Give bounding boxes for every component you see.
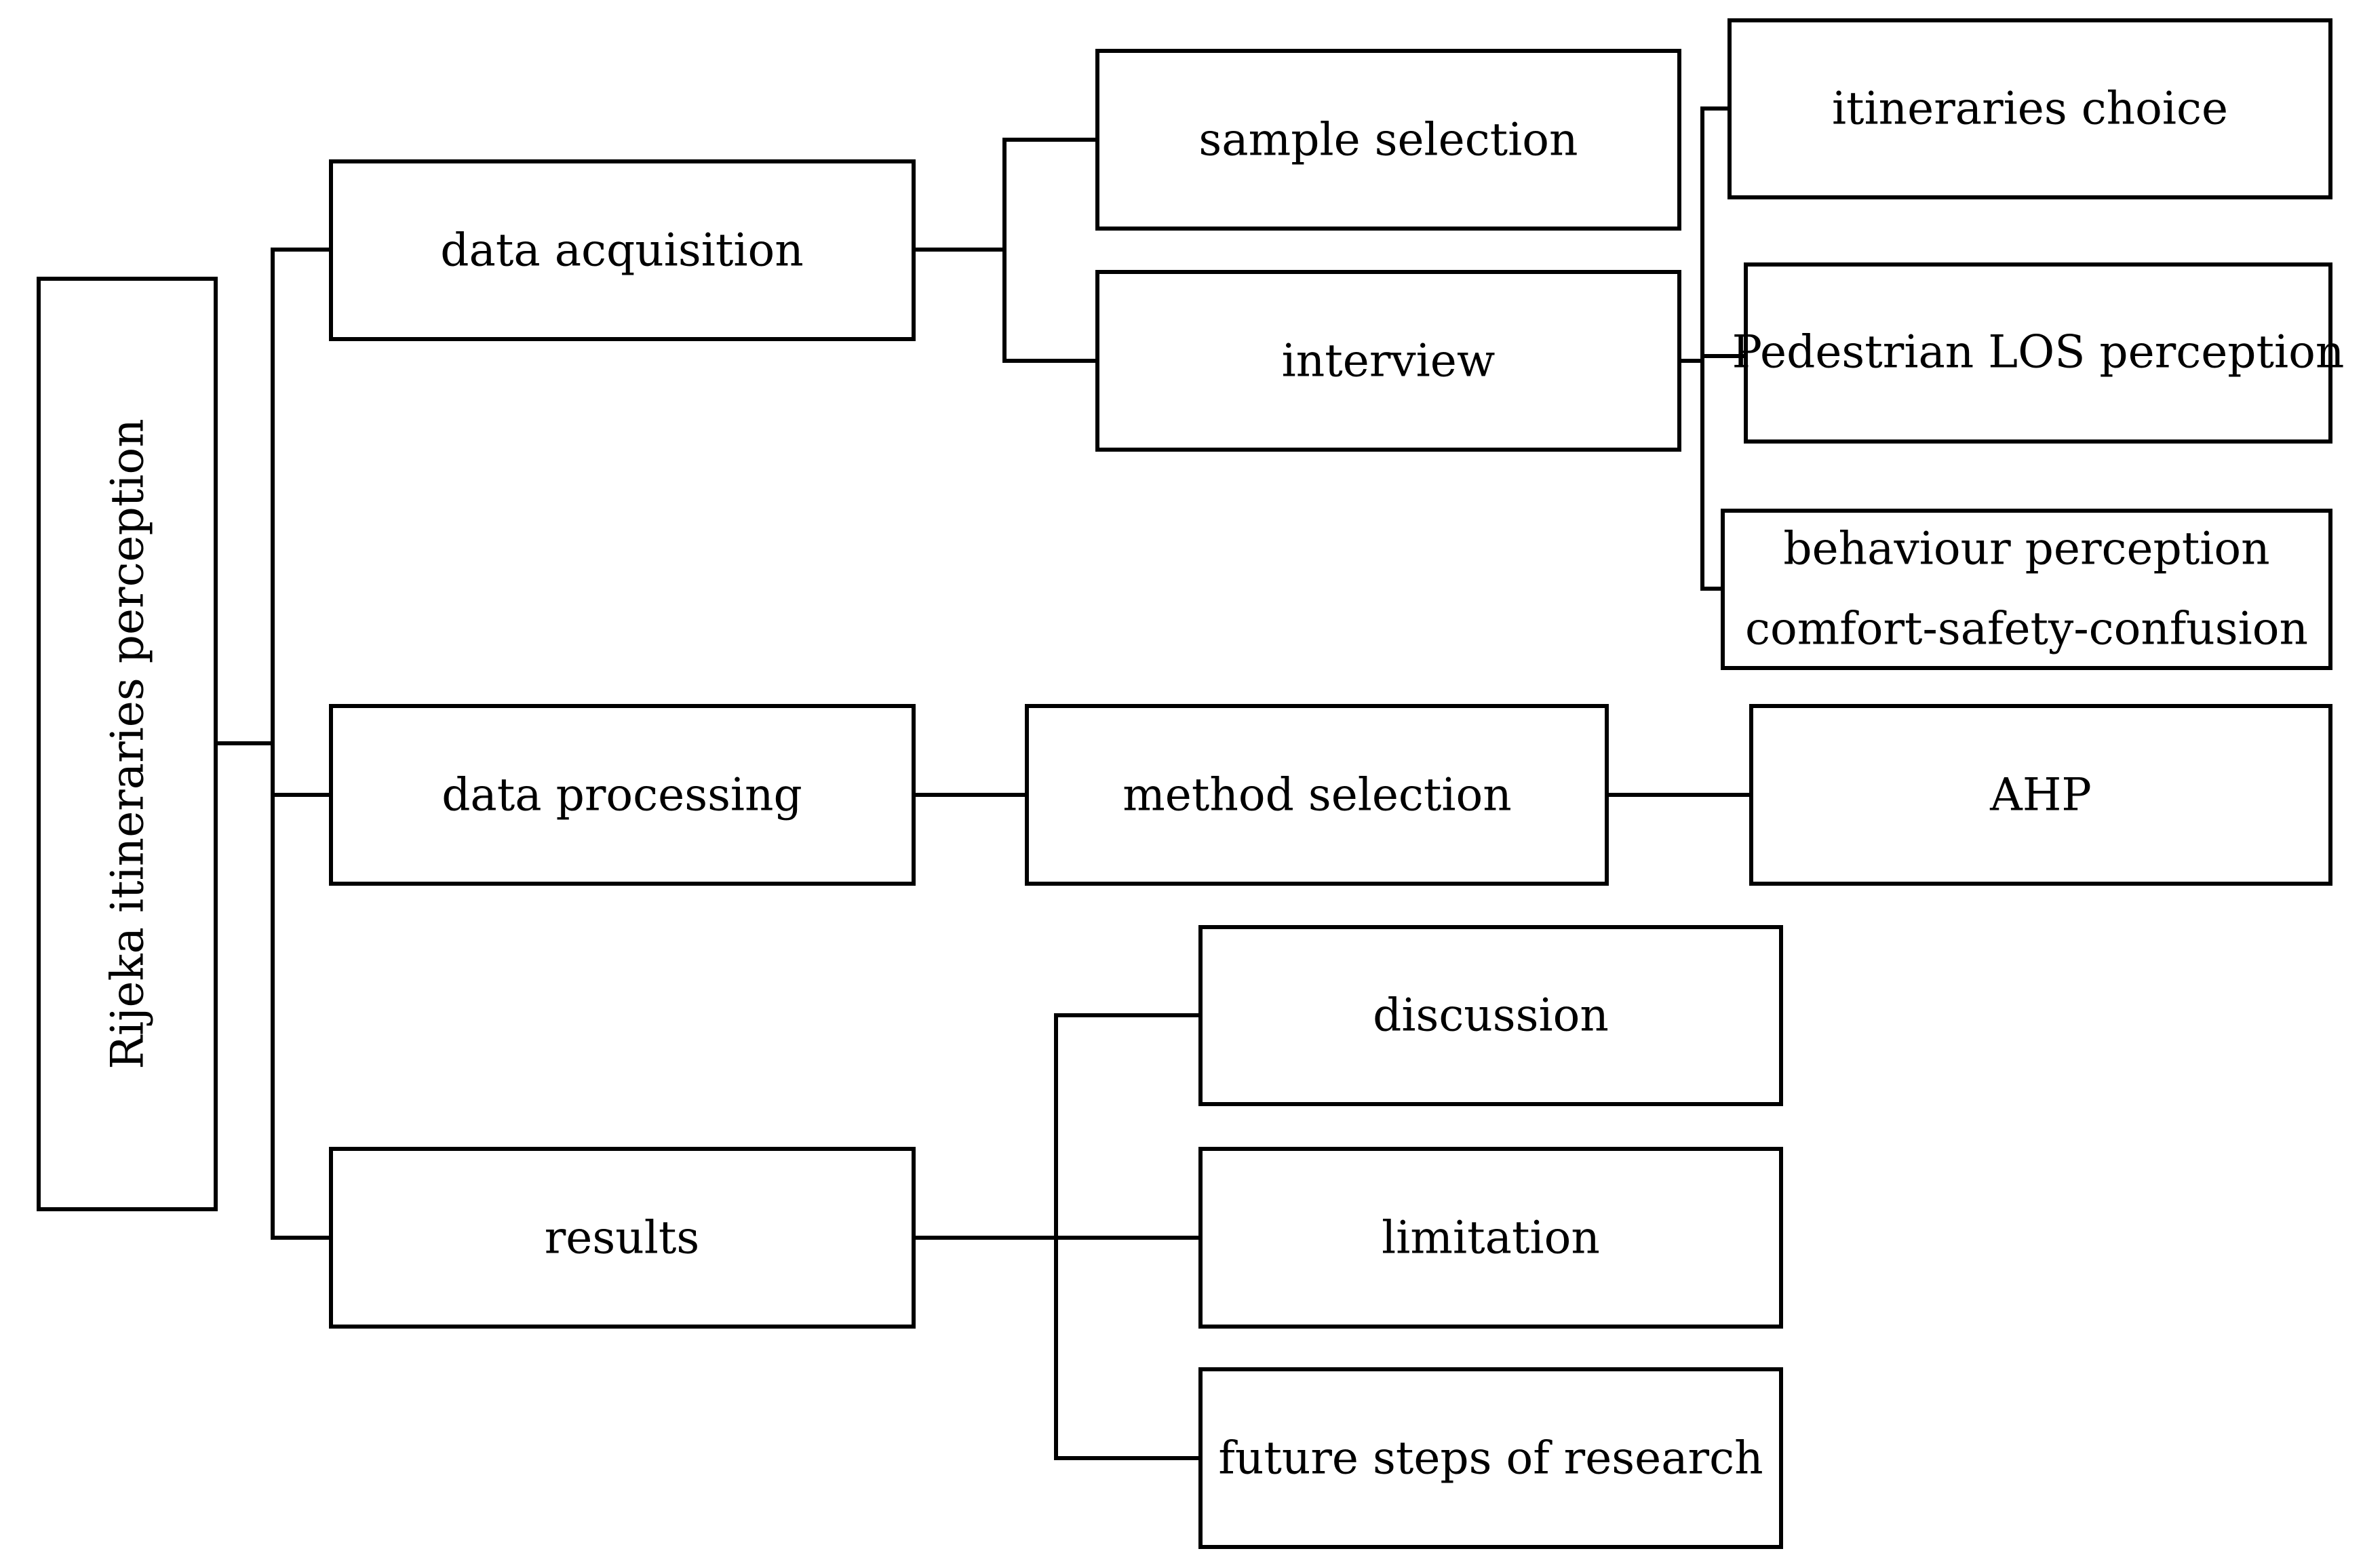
node-method-selection-box <box>1025 704 1609 886</box>
node-root-box <box>37 277 218 1211</box>
connector-root-trunk <box>214 248 333 1240</box>
connectors <box>214 106 1753 1460</box>
node-ahp-box <box>1749 704 2332 886</box>
node-pedestrian-los-box <box>1744 262 2332 444</box>
node-limitation-label: limitation <box>1382 1212 1600 1264</box>
node-future-steps-box <box>1198 1367 1783 1549</box>
node-data-acquisition-label: data acquisition <box>440 224 803 277</box>
node-behaviour-line1: behaviour perception <box>1783 523 2269 575</box>
node-ahp-label: AHP <box>1989 769 2092 821</box>
node-sample-selection-label: sample selection <box>1198 114 1578 166</box>
node-itineraries-choice-box <box>1727 18 2332 199</box>
node-future-steps: future steps of research <box>1198 1367 1783 1549</box>
connector-results-children <box>912 1013 1203 1460</box>
node-method-selection-label: method selection <box>1122 769 1512 821</box>
node-results: results <box>329 1147 916 1329</box>
node-discussion-label: discussion <box>1373 989 1609 1042</box>
node-behaviour-perception-box <box>1721 509 2332 670</box>
node-data-processing-box <box>329 704 916 886</box>
node-pedestrian-los-label: Pedestrian LOS perception <box>1732 326 2345 378</box>
node-interview: interview <box>1095 270 1681 452</box>
node-itineraries-choice-label: itineraries choice <box>1832 83 2228 135</box>
node-data-acquisition-box <box>329 159 916 341</box>
node-results-label: results <box>545 1212 700 1264</box>
node-ahp: AHP <box>1749 704 2332 886</box>
node-future-steps-label: future steps of research <box>1218 1432 1763 1485</box>
node-limitation-box <box>1198 1147 1783 1329</box>
node-data-processing-label: data processing <box>442 769 802 821</box>
node-data-processing: data processing <box>329 704 916 886</box>
node-pedestrian-los: Pedestrian LOS perception <box>1732 262 2345 444</box>
node-root: Rijeka itineraries perception <box>37 277 218 1211</box>
node-limitation: limitation <box>1198 1147 1783 1329</box>
node-root-label: Rijeka itineraries perception <box>102 418 154 1069</box>
node-results-box <box>329 1147 916 1329</box>
node-sample-selection-box <box>1095 49 1681 231</box>
node-data-acquisition: data acquisition <box>329 159 916 341</box>
node-behaviour-perception: behaviour perception comfort-safety-conf… <box>1721 509 2332 670</box>
node-discussion-box <box>1198 925 1783 1106</box>
node-discussion: discussion <box>1198 925 1783 1106</box>
node-interview-box <box>1095 270 1681 452</box>
connector-interview-children <box>1677 106 1748 591</box>
node-method-selection: method selection <box>1025 704 1609 886</box>
connector-acquisition-children <box>912 138 1099 363</box>
node-itineraries-choice: itineraries choice <box>1727 18 2332 199</box>
node-interview-label: interview <box>1282 335 1496 387</box>
node-behaviour-line2: comfort-safety-confusion <box>1745 603 2308 655</box>
node-sample-selection: sample selection <box>1095 49 1681 231</box>
